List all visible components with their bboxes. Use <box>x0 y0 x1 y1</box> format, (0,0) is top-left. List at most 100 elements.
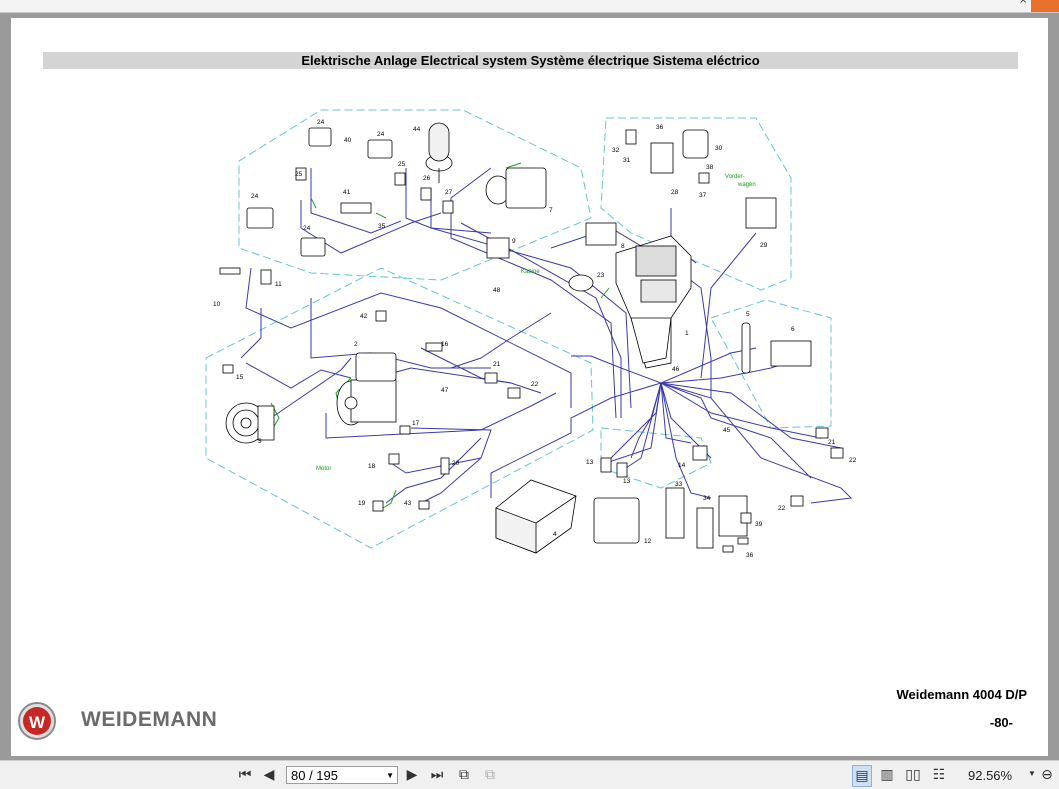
next-page-icon[interactable]: ▶ <box>406 767 418 783</box>
zone-front-carriage <box>600 117 792 291</box>
part-label: 47 <box>441 387 449 394</box>
part-label: 39 <box>755 521 763 528</box>
part-label: 9 <box>512 238 516 245</box>
previous-page-icon[interactable]: ◀ <box>263 767 275 783</box>
sensor-component <box>388 453 400 465</box>
dashboard-component <box>615 235 692 369</box>
joystick-component <box>770 340 812 367</box>
chevron-down-icon[interactable]: ▼ <box>386 771 394 780</box>
part-label: 5 <box>746 311 750 318</box>
part-label: 27 <box>445 189 453 196</box>
starter-component <box>336 352 397 426</box>
part-label: 20 <box>452 460 460 467</box>
go-back-view-icon[interactable]: ⧉ <box>459 767 469 783</box>
part-label: 14 <box>678 462 686 469</box>
part-label: 13 <box>586 459 594 466</box>
part-label: 8 <box>621 243 625 250</box>
part-label: 48 <box>493 287 501 294</box>
continuous-facing-view-icon[interactable]: ☷ <box>932 767 946 783</box>
wiper-motor-component <box>485 167 547 209</box>
part-label: 23 <box>597 272 605 279</box>
part-label: 17 <box>412 420 420 427</box>
part-label: 34 <box>703 495 711 502</box>
last-page-icon[interactable]: ⏭ <box>430 767 444 783</box>
page-number-input[interactable]: 80 / 195 ▼ <box>286 766 398 784</box>
relay-component <box>692 445 708 461</box>
fuse-box-component <box>696 507 714 549</box>
sensor-component <box>484 372 498 384</box>
continuous-view-icon[interactable]: ▥ <box>880 767 894 783</box>
battery-component <box>495 479 577 554</box>
part-label: 36 <box>746 552 754 559</box>
zoom-level[interactable]: 92.56% <box>968 768 1013 783</box>
sensor-component <box>625 129 637 145</box>
facing-view-icon[interactable]: ▯▯ <box>905 767 921 783</box>
part-label: 32 <box>612 147 620 154</box>
part-label: 24 <box>303 225 311 232</box>
part-label: 15 <box>236 374 244 381</box>
page-number: -80- <box>989 715 1013 730</box>
sensor-component <box>399 425 411 435</box>
sensor-component <box>815 427 829 439</box>
part-label: 41 <box>343 189 351 196</box>
headlight-component <box>246 207 274 229</box>
part-label: 40 <box>344 137 352 144</box>
part-label: 31 <box>623 157 631 164</box>
part-label: 42 <box>360 313 368 320</box>
sensor-component <box>394 172 406 186</box>
zone-label-cab: Kabine <box>521 269 540 275</box>
part-label: 28 <box>671 189 679 196</box>
beacon-component <box>425 122 453 183</box>
first-page-icon[interactable]: ⏮ <box>238 767 252 783</box>
page-number-value: 80 / 195 <box>291 768 338 783</box>
brand-name: WEIDEMANN <box>81 708 218 731</box>
switch-component <box>585 222 617 246</box>
close-icon[interactable]: × <box>1019 0 1028 6</box>
go-forward-view-icon[interactable]: ⧉ <box>485 767 495 783</box>
zoom-out-icon[interactable]: ⊖ <box>1041 767 1053 783</box>
part-number-labels: 24 40 24 44 25 25 41 26 27 35 24 24 7 9 … <box>213 119 857 559</box>
electrical-system-diagram: 24 40 24 44 25 25 41 26 27 35 24 24 7 9 … <box>205 109 857 559</box>
part-label: 45 <box>723 427 731 434</box>
sensor-component <box>616 462 628 478</box>
zone-label-front-2: wagen <box>737 182 756 188</box>
part-label: 7 <box>549 207 553 214</box>
document-page: Elektrische Anlage Electrical system Sys… <box>11 18 1048 756</box>
sensor-component <box>372 500 384 512</box>
notification-badge[interactable] <box>1031 0 1059 12</box>
part-label: 36 <box>656 124 664 131</box>
sensor-component <box>740 512 752 524</box>
zoom-dropdown-icon[interactable]: ▼ <box>1028 769 1036 778</box>
single-page-view-icon[interactable]: ▤ <box>852 765 872 787</box>
part-label: 22 <box>778 505 786 512</box>
part-label: 16 <box>441 341 449 348</box>
part-label: 33 <box>675 481 683 488</box>
part-label: 38 <box>706 164 714 171</box>
sensor-component <box>425 342 443 352</box>
part-label: 44 <box>413 126 421 133</box>
part-label: 24 <box>377 131 385 138</box>
alternator-component <box>225 402 275 444</box>
part-label: 3 <box>258 438 262 445</box>
sensor-component <box>340 202 372 214</box>
part-label: 12 <box>644 538 652 545</box>
part-label: 19 <box>358 500 366 507</box>
svg-text:W: W <box>29 713 46 732</box>
sender-component <box>568 274 594 292</box>
part-label: 1 <box>685 330 689 337</box>
sensor-component <box>698 172 710 184</box>
sensor-component <box>440 457 450 475</box>
headlight-component <box>300 237 326 257</box>
part-label: 29 <box>760 242 768 249</box>
zone-engine <box>205 267 594 549</box>
part-label: 24 <box>251 193 259 200</box>
headlight-component <box>308 127 332 147</box>
weidemann-logo-icon: W <box>17 701 57 746</box>
part-label: 25 <box>295 171 303 178</box>
sensor-component <box>507 387 521 399</box>
sensor-component <box>260 269 272 285</box>
headlight-component <box>367 139 393 159</box>
sensor-component <box>722 545 734 553</box>
zone-cab-rear <box>238 109 592 281</box>
part-label: 24 <box>317 119 325 126</box>
